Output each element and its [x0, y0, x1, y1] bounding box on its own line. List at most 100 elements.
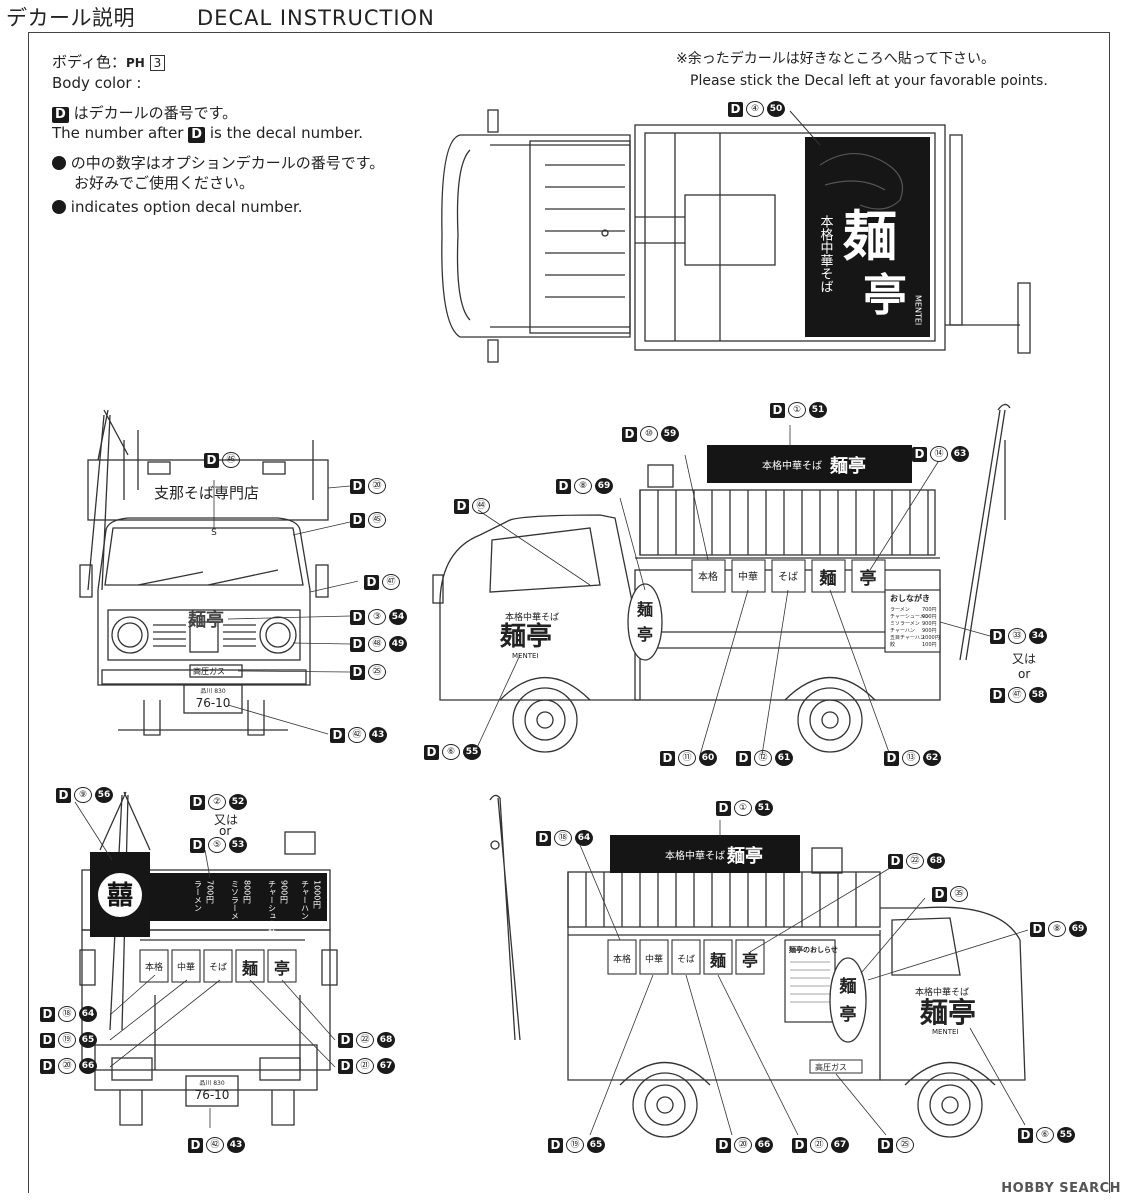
side-door-roman: MENTEI — [512, 652, 538, 660]
rear-view-drawing: ラーメン 700円 ミソラーメン 800円 チャーシュー麺 900円 チャーハン… — [74, 791, 338, 1128]
d-mark-2: D — [188, 127, 206, 143]
front-view-drawing: 支那そば専門店 S 麺亭 高圧ガス 品川 830 76-10 — [79, 409, 358, 736]
svg-text:700円: 700円 — [206, 880, 215, 904]
rs-gas-box — [809, 1059, 863, 1074]
rs-roof-shop: 麺亭 — [726, 845, 763, 867]
front-plate-small: 品川 830 — [200, 688, 226, 695]
rs-noren-3: そば — [677, 954, 695, 965]
front-banner: 支那そば専門店 — [154, 484, 259, 502]
info-block: ボディ色：PH 3 Body color : D はデカールの番号です。 The… — [52, 52, 384, 217]
rs-noren-2: 中華 — [645, 953, 663, 965]
rear-menu-1: ラーメン — [194, 880, 203, 912]
watermark: HOBBY SEARCH — [1001, 1181, 1121, 1196]
bullet-icon — [52, 156, 66, 170]
noren-1: 本格 — [698, 570, 718, 583]
d-mark: D — [52, 107, 69, 123]
opt-note-jp-2: お好みでご使用ください。 — [74, 174, 255, 192]
side-lantern-kanji-1: 麺 — [636, 600, 653, 619]
svg-text:800円: 800円 — [243, 880, 252, 904]
opt-note-jp-1: の中の数字はオプションデカールの番号です。 — [70, 154, 385, 172]
side-view-drawing: 本格中華そば 麺亭 麺 亭 本格 中華 そば 麺 亭 本格中華そば 麺亭 MEN… — [432, 403, 1011, 756]
rear-menu-sign — [135, 873, 327, 921]
front-gas-sign: 高圧ガス — [193, 666, 225, 676]
rs-roof-sign — [610, 835, 800, 873]
ph-number: 3 — [149, 55, 166, 71]
rear-or-en: or — [219, 824, 232, 838]
rear-plate-number: 76-10 — [195, 1088, 230, 1102]
side-or-jp: 又は — [1012, 652, 1037, 666]
body-color-jp: ボディ色： — [52, 53, 126, 71]
side-lantern — [627, 583, 663, 661]
menu-item-1: ラーメン — [890, 607, 910, 613]
d-note-jp: はデカールの番号です。 — [73, 104, 238, 122]
side-door-shop: 麺亭 — [499, 621, 552, 652]
rear-plate — [185, 1075, 239, 1107]
rear-side-view-drawing: 本格中華そば 麺亭 本格 中華 そば 麺 亭 麺亭のおしらせ 麺 亭 本格中華そ… — [489, 794, 1029, 1138]
rear-plate-small: 品川 830 — [199, 1080, 225, 1087]
opt-note-en: indicates option decal number. — [70, 198, 303, 216]
rs-noren-5: 亭 — [742, 951, 758, 970]
top-view-drawing: 本格中華そば 麺 亭 MENTEI — [441, 109, 1031, 363]
rs-lantern-kanji-1: 麺 — [839, 977, 857, 997]
menu-item-2: チャーシューメン — [890, 614, 930, 620]
noren-2: 中華 — [738, 570, 758, 583]
side-roof-tagline: 本格中華そば — [762, 459, 822, 472]
top-shop-kanji-1: 麺 — [843, 205, 897, 268]
svg-text:100円: 100円 — [922, 642, 937, 648]
title-en: DECAL INSTRUCTION — [197, 6, 435, 30]
rear-or-jp: 又は — [214, 813, 239, 827]
rs-door-tagline: 本格中華そば — [915, 986, 969, 998]
rs-gas-sign: 高圧ガス — [815, 1062, 847, 1072]
ph-mark: PH — [125, 56, 145, 70]
rear-menu-2: ミソラーメン — [231, 880, 240, 928]
noren-4: 麺 — [819, 569, 837, 589]
rear-noren-1: 本格 — [145, 961, 163, 973]
title-jp: デカール説明 — [6, 6, 135, 30]
rs-door-shop: 麺亭 — [919, 996, 976, 1029]
top-tagline: 本格中華そば — [818, 215, 834, 293]
menu-item-6: 餃 — [890, 641, 895, 648]
svg-text:1000円: 1000円 — [922, 635, 940, 641]
rear-menu-3: チャーシュー麺 — [268, 880, 277, 937]
rs-noren-1: 本格 — [613, 953, 631, 965]
rear-noren-4: 麺 — [241, 959, 258, 978]
side-roof-shop: 麺亭 — [829, 455, 866, 477]
rs-noren-4: 麺 — [709, 951, 726, 970]
top-shop-kanji-2: 亭 — [863, 270, 907, 321]
front-plate-number: 76-10 — [196, 696, 231, 710]
rs-notice-title: 麺亭のおしらせ — [788, 945, 838, 954]
rs-notice-board — [784, 939, 836, 1023]
rear-noren-5: 亭 — [274, 959, 290, 978]
noren-3: そば — [778, 571, 798, 583]
side-lantern-kanji-2: 亭 — [637, 625, 653, 644]
leftover-jp: ※余ったデカールは好きなところへ貼って下さい。 — [676, 51, 996, 67]
front-plate — [183, 684, 243, 714]
